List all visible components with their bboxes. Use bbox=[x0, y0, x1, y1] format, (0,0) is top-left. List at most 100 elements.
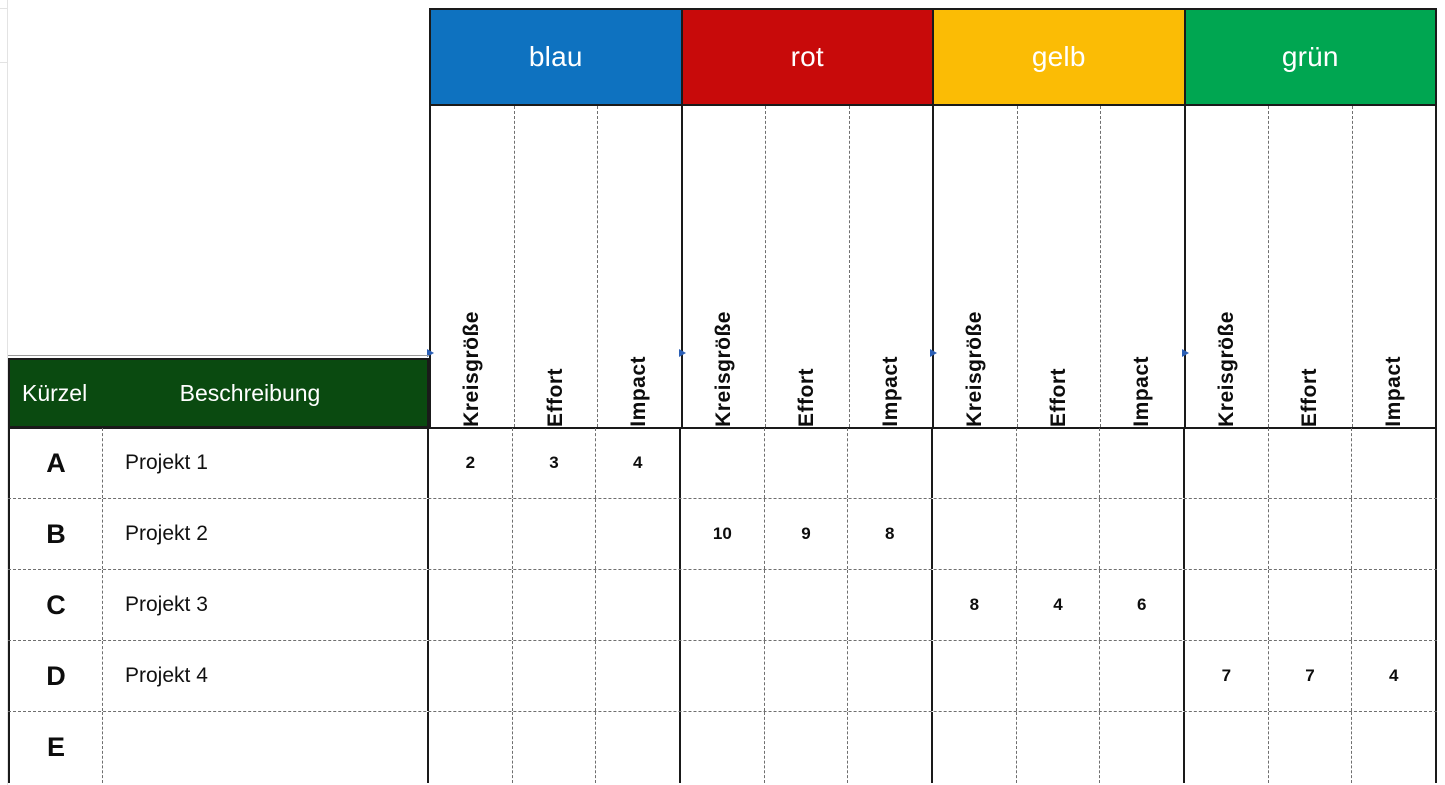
metric-header-gelb-impact[interactable]: Impact bbox=[1101, 106, 1184, 427]
metric-header-group-rot: Kreisgröße Effort Impact bbox=[678, 106, 934, 427]
cell-gelb-impact[interactable] bbox=[1100, 712, 1183, 783]
cell-beschreibung[interactable]: Projekt 4 bbox=[125, 664, 208, 687]
cell-rot-effort[interactable]: 9 bbox=[765, 499, 849, 569]
data-group-blau bbox=[429, 570, 681, 640]
cell-kuerzel: B bbox=[10, 499, 103, 569]
cell-gelb-effort[interactable] bbox=[1017, 499, 1101, 569]
cell-blau-kreisgroesse[interactable] bbox=[429, 499, 513, 569]
cell-gruen-effort[interactable] bbox=[1269, 499, 1353, 569]
cell-gruen-impact[interactable] bbox=[1352, 570, 1435, 640]
row-data: 2 3 4 bbox=[429, 428, 1437, 498]
row-data: 7 7 4 bbox=[429, 641, 1437, 711]
cell-gruen-kreisgroesse[interactable] bbox=[1185, 712, 1269, 783]
cell-gruen-kreisgroesse[interactable] bbox=[1185, 570, 1269, 640]
metric-header-gruen-impact[interactable]: Impact bbox=[1353, 106, 1436, 427]
cell-rot-kreisgroesse[interactable] bbox=[681, 712, 765, 783]
cell-gruen-impact[interactable] bbox=[1352, 712, 1435, 783]
cell-gelb-kreisgroesse[interactable] bbox=[933, 428, 1017, 498]
cell-rot-kreisgroesse[interactable] bbox=[681, 570, 765, 640]
metric-header-rot-kreisgroesse[interactable]: Kreisgröße bbox=[678, 106, 766, 427]
cell-rot-effort[interactable] bbox=[765, 641, 849, 711]
body-top-rule bbox=[8, 427, 1437, 429]
cell-rot-impact[interactable]: 8 bbox=[884, 524, 895, 543]
data-group-gruen: 7 7 4 bbox=[1185, 641, 1435, 711]
cell-gelb-effort[interactable] bbox=[1017, 712, 1101, 783]
cell-gruen-impact[interactable] bbox=[1352, 428, 1435, 498]
metric-header-gelb-kreisgroesse[interactable]: Kreisgröße bbox=[930, 106, 1018, 427]
cell-blau-kreisgroesse[interactable] bbox=[429, 641, 513, 711]
cell-gruen-effort[interactable] bbox=[1269, 570, 1353, 640]
cell-gelb-effort[interactable] bbox=[1017, 641, 1101, 711]
cell-rot-effort[interactable] bbox=[765, 428, 849, 498]
metric-header-gruen-effort[interactable]: Effort bbox=[1269, 106, 1353, 427]
cell-gelb-kreisgroesse[interactable] bbox=[933, 499, 1017, 569]
cell-blau-impact[interactable] bbox=[596, 641, 679, 711]
cell-blau-impact[interactable] bbox=[596, 570, 679, 640]
metric-header-rot-effort[interactable]: Effort bbox=[766, 106, 850, 427]
cell-rot-impact[interactable] bbox=[848, 641, 931, 711]
cell-gelb-impact[interactable] bbox=[1100, 428, 1183, 498]
cell-beschreibung[interactable]: Projekt 3 bbox=[125, 593, 208, 616]
cell-blau-effort[interactable] bbox=[513, 499, 597, 569]
data-group-gruen bbox=[1185, 499, 1435, 569]
cell-beschreibung[interactable]: Projekt 1 bbox=[125, 451, 208, 474]
cell-rot-kreisgroesse[interactable] bbox=[681, 428, 765, 498]
cell-gruen-effort[interactable] bbox=[1269, 712, 1353, 783]
cell-blau-impact[interactable]: 4 bbox=[632, 453, 643, 472]
cell-rot-impact[interactable] bbox=[848, 428, 931, 498]
cell-blau-kreisgroesse[interactable] bbox=[429, 570, 513, 640]
cell-rot-kreisgroesse[interactable]: 10 bbox=[681, 499, 765, 569]
cell-gelb-effort[interactable] bbox=[1017, 428, 1101, 498]
metric-header-rot-impact[interactable]: Impact bbox=[850, 106, 933, 427]
table-row[interactable]: C Projekt 3 8 4 6 bbox=[8, 570, 1437, 641]
cell-beschreibung[interactable]: Projekt 2 bbox=[125, 522, 208, 545]
cell-gelb-kreisgroesse[interactable] bbox=[933, 641, 1017, 711]
table-row[interactable]: E bbox=[8, 712, 1437, 783]
metric-header-gelb-effort[interactable]: Effort bbox=[1018, 106, 1101, 427]
data-group-gelb bbox=[933, 641, 1185, 711]
cell-gruen-effort[interactable]: 7 bbox=[1269, 641, 1353, 711]
cell-rot-impact[interactable] bbox=[848, 712, 931, 783]
cell-gruen-kreisgroesse[interactable]: 7 bbox=[1185, 641, 1269, 711]
color-group-gelb[interactable]: gelb bbox=[934, 10, 1186, 104]
cell-blau-kreisgroesse[interactable] bbox=[429, 712, 513, 783]
row-data bbox=[429, 712, 1437, 783]
cell-gruen-effort[interactable] bbox=[1269, 428, 1353, 498]
metric-label: Kreisgröße bbox=[1214, 311, 1238, 427]
color-group-rot-label: rot bbox=[790, 41, 824, 72]
row-descriptor: C Projekt 3 bbox=[8, 570, 429, 640]
metric-header-blau-kreisgroesse[interactable]: Kreisgröße bbox=[427, 106, 515, 427]
cell-gelb-impact[interactable] bbox=[1100, 499, 1183, 569]
cell-gelb-impact[interactable] bbox=[1100, 641, 1183, 711]
color-group-blau[interactable]: blau bbox=[431, 10, 683, 104]
metric-header-blau-effort[interactable]: Effort bbox=[515, 106, 598, 427]
metric-header-blau-impact[interactable]: Impact bbox=[598, 106, 681, 427]
cell-gruen-impact[interactable] bbox=[1352, 499, 1435, 569]
cell-blau-impact[interactable] bbox=[596, 499, 679, 569]
cell-blau-effort[interactable] bbox=[513, 712, 597, 783]
color-group-gruen[interactable]: grün bbox=[1185, 10, 1435, 104]
metric-header-gruen-kreisgroesse[interactable]: Kreisgröße bbox=[1181, 106, 1269, 427]
cell-rot-impact[interactable] bbox=[848, 570, 931, 640]
table-row[interactable]: A Projekt 1 2 3 4 bbox=[8, 428, 1437, 499]
cell-gelb-kreisgroesse[interactable]: 8 bbox=[933, 570, 1017, 640]
cell-blau-kreisgroesse[interactable]: 2 bbox=[429, 428, 513, 498]
table-row[interactable]: D Projekt 4 bbox=[8, 641, 1437, 712]
data-group-rot bbox=[681, 428, 933, 498]
cell-rot-kreisgroesse[interactable] bbox=[681, 641, 765, 711]
cell-gruen-impact[interactable]: 4 bbox=[1388, 666, 1399, 685]
cell-gelb-impact[interactable]: 6 bbox=[1136, 595, 1147, 614]
cell-rot-effort[interactable] bbox=[765, 570, 849, 640]
cell-blau-effort[interactable] bbox=[513, 570, 597, 640]
cell-blau-impact[interactable] bbox=[596, 712, 679, 783]
cell-blau-effort[interactable] bbox=[513, 641, 597, 711]
cell-rot-effort[interactable] bbox=[765, 712, 849, 783]
cell-gruen-kreisgroesse[interactable] bbox=[1185, 499, 1269, 569]
cell-beschreibung[interactable] bbox=[103, 712, 427, 783]
cell-gelb-kreisgroesse[interactable] bbox=[933, 712, 1017, 783]
table-row[interactable]: B Projekt 2 10 9 8 bbox=[8, 499, 1437, 570]
cell-gelb-effort[interactable]: 4 bbox=[1017, 570, 1101, 640]
cell-blau-effort[interactable]: 3 bbox=[513, 428, 597, 498]
color-group-rot[interactable]: rot bbox=[682, 10, 934, 104]
cell-gruen-kreisgroesse[interactable] bbox=[1185, 428, 1269, 498]
